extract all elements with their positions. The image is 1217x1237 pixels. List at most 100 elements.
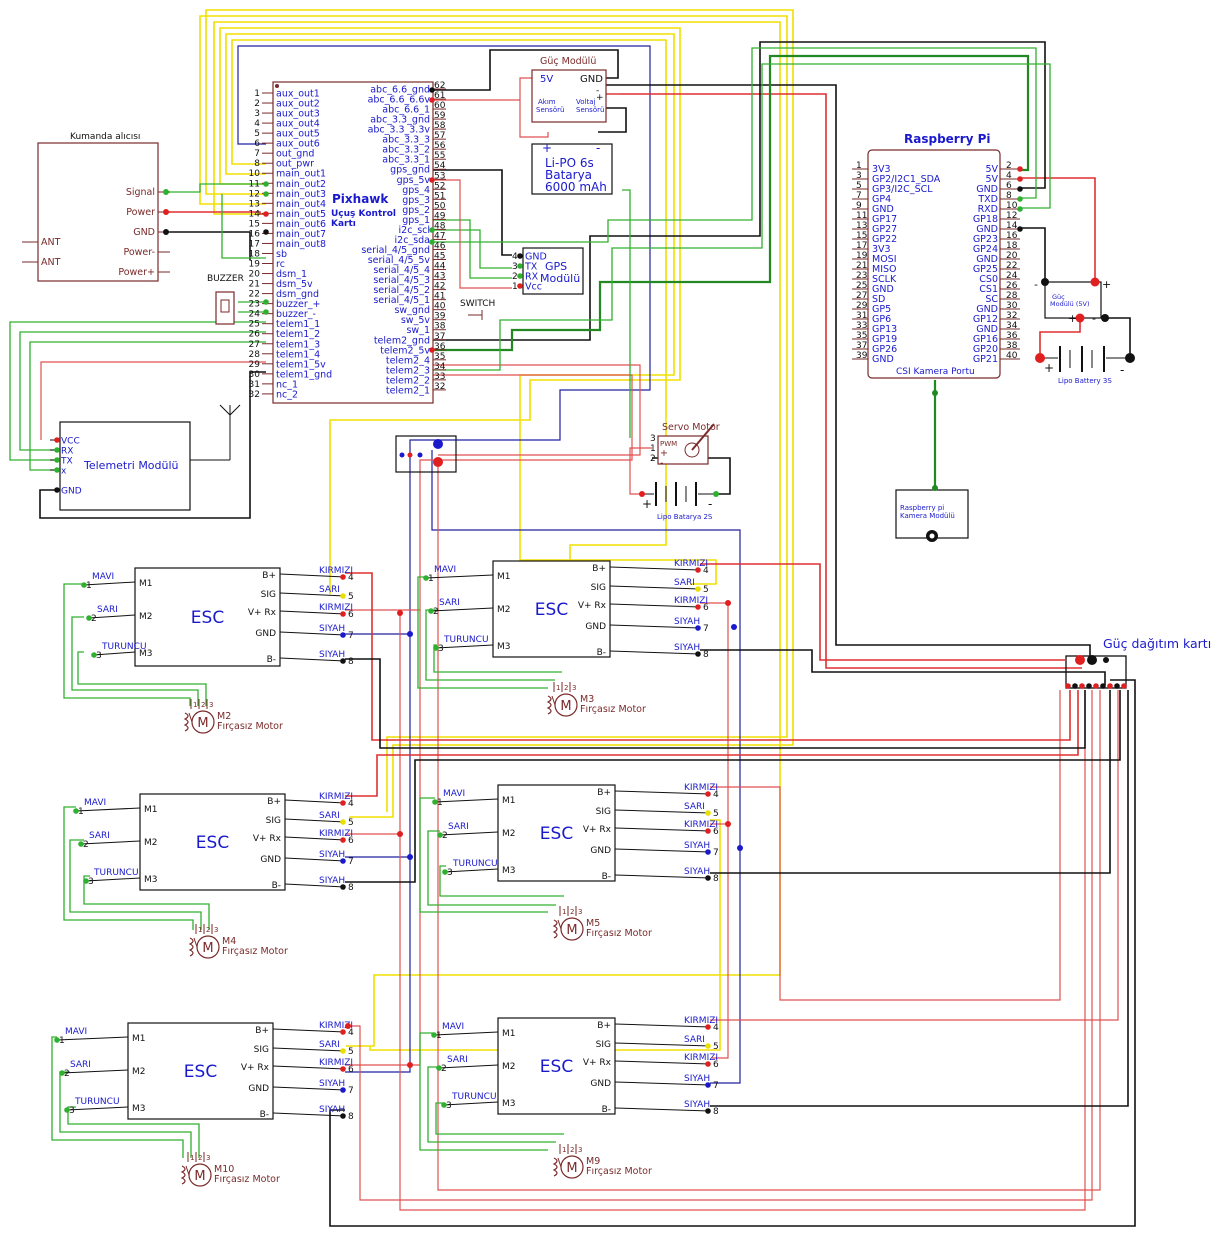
rpi-pin-3V3: 3V3 [872,244,891,255]
wire-node [263,309,269,315]
esc-pin-SIG: SIG [596,807,611,817]
esc-wire-num: 5 [703,585,709,595]
esc-1: ESCM1MAVI1M2SARI2M3TURUNCU3B+KIRMIZI4SIG… [81,566,354,667]
buzzer-title: BUZZER [207,274,244,284]
wire-node [725,821,731,827]
esc-pin-B-: B- [602,872,611,882]
rpi-pin-num: 35 [856,331,867,341]
wire-node [436,1065,442,1071]
esc-wire-num: 5 [713,809,719,819]
kumanda-pin-Signal: Signal [126,187,155,198]
esc-wire-num: 6 [348,836,354,846]
pixhawk-pin-num: 33 [434,372,445,382]
wire-node [54,437,60,443]
esc-wire-SARI: SARI [684,1035,705,1045]
wire-node [263,191,269,197]
pixhawk-pin-buzzer_-: buzzer_- [276,309,316,320]
pixhawk-pin-num: 3 [254,109,260,119]
rpi-pin-GND: GND [976,224,998,235]
esc-wire-num: 4 [713,1023,719,1033]
rpi-pin-num: 25 [856,281,867,291]
gps-pin-Vcc: Vcc [525,282,542,293]
wire-node [397,831,403,837]
esc-wire-MAVI: MAVI [443,789,465,799]
guc-dagitim-karti: Güç dağıtım kartı [1065,636,1211,689]
pixhawk-pin-gps_4: gps_4 [402,185,430,196]
pixhawk-pin-sb: sb [276,249,287,260]
telemetri-pin-TX: TX [60,457,73,467]
pixhawk-pin-abc_6.6_1: abc_6.6_1 [382,105,430,116]
rpi-pin-num: 8 [1006,191,1012,201]
wire-node [695,567,701,573]
rpi-pin-num: 10 [1006,201,1018,211]
pixhawk-pin-num: 38 [434,322,446,332]
esc-wire-SARI: SARI [319,811,340,821]
esc-wire-num: 4 [348,1028,354,1038]
pixhawk-pin-telem1_5v: telem1_5v [276,359,326,370]
pixhawk-pin-telem1_1: telem1_1 [276,319,320,330]
pixhawk-pin-num: 44 [434,262,446,272]
kumanda-title: Kumanda alıcısı [70,132,140,142]
esc-wire-KIRMIZI: KIRMIZI [684,1016,718,1026]
esc-wire-TURUNCU: TURUNCU [452,859,498,869]
pixhawk-pin-gps_gnd: gps_gnd [390,165,430,176]
pixhawk-pin-telem2_1: telem2_1 [386,385,430,396]
svg-text:M: M [197,716,208,731]
esc-wire-SARI: SARI [447,1055,468,1065]
svg-text:+: + [1068,312,1077,325]
esc-pin-GND: GND [248,1084,269,1094]
wire-node [517,253,523,259]
guc-modulu: Güç Modülü 5V GND Akım Sensörü Voltaj Se… [531,56,607,123]
rpi-title: Raspberry Pi [904,132,991,146]
rpi-pin-GP22: GP22 [872,234,897,245]
wire-node [340,858,346,864]
svg-text:+: + [1102,278,1111,291]
pixhawk-pin-num: 10 [249,169,261,179]
esc-pin-B+: B+ [262,571,276,581]
esc-pin-M3: M3 [139,649,153,659]
pixhawk-pin-num: 28 [249,350,261,360]
esc-wire-num: 7 [348,631,354,641]
pixhawk-pin-num: 48 [434,221,446,231]
kumanda-ant-2: ANT [41,257,61,268]
esc-pin-M2: M2 [502,1062,516,1072]
esc-pin-GND: GND [260,855,281,865]
svg-text:M: M [566,1161,577,1176]
esc-wire-num: 4 [713,790,719,800]
esc-wire-num: 4 [348,799,354,809]
esc-pin-M3: M3 [502,1099,516,1109]
wire-node [695,604,701,610]
lipo6s-line1: Li-PO 6s [545,156,594,170]
esc-wire-KIRMIZI: KIRMIZI [319,792,353,802]
rpi-pin-num: 32 [1006,311,1017,321]
esc-wire-num: 6 [703,603,709,613]
pixhawk-pin-num: 4 [254,119,260,129]
svg-text:3: 3 [206,1154,210,1162]
esc-pin-B-: B- [597,648,606,658]
gps-pin-num: 2 [512,272,518,282]
rpi-pin-num: 23 [856,271,867,281]
esc-wire-SARI: SARI [684,802,705,812]
wire-node [64,1107,70,1113]
esc-wire-num: 3 [438,644,444,654]
pixhawk-pin-num: 22 [249,290,260,300]
esc-pin-B+: B+ [592,564,606,574]
svg-text:3: 3 [209,701,213,709]
pixhawk-pin-num: 13 [249,199,260,209]
pixhawk-pin-num: 21 [249,280,260,290]
pixhawk-pin-num: 26 [249,330,261,340]
wire-node [340,837,346,843]
svg-text:2: 2 [206,926,210,934]
lipo2s-title: Lipo Batarya 2S [657,513,713,521]
esc-pin-M1: M1 [502,1029,516,1039]
esc-pin-M3: M3 [502,866,516,876]
esc-wire-num: 8 [703,650,709,660]
svg-text:+: + [1044,361,1054,375]
rpi-pin-GND: GND [872,284,894,295]
esc-5: ESCM1MAVI1M2SARI2M3TURUNCU3B+KIRMIZI4SIG… [54,1021,354,1122]
lipo6s-line2: Batarya [545,168,592,182]
esc-pin-B-: B- [602,1105,611,1115]
wire-node [1079,683,1085,689]
wire-node [83,878,89,884]
